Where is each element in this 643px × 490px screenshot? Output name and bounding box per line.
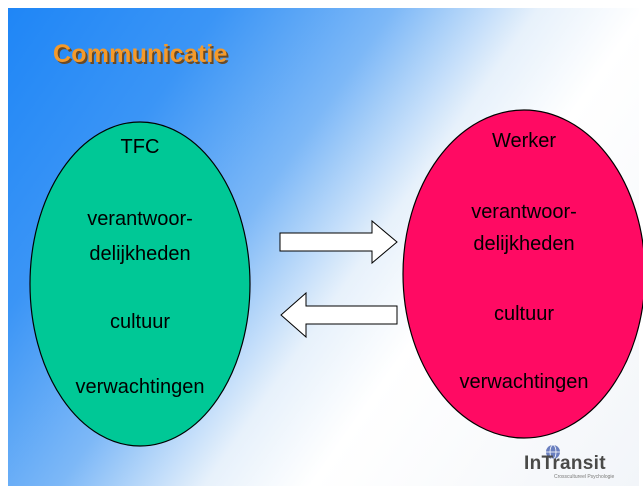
- werker-responsibilities-line2: delijkheden: [473, 233, 574, 255]
- globe-icon: [546, 444, 560, 460]
- tfc-responsibilities-line1: verantwoor-: [87, 208, 193, 230]
- tfc-heading: TFC: [121, 136, 160, 158]
- arrow-left-icon: [280, 291, 398, 339]
- werker-culture: cultuur: [494, 303, 554, 325]
- werker-expectations: verwachtingen: [460, 371, 589, 393]
- slide-title: Communicatie: [53, 40, 228, 68]
- arrow-right-icon: [279, 219, 398, 265]
- logo-subtitle: Crosscultureel Psychologie: [554, 474, 615, 480]
- werker-responsibilities-line1: verantwoor-: [471, 201, 577, 223]
- tfc-expectations: verwachtingen: [76, 376, 205, 398]
- werker-heading: Werker: [492, 130, 556, 152]
- tfc-responsibilities-line2: delijkheden: [89, 243, 190, 265]
- tfc-ellipse: [29, 121, 251, 447]
- logo-name: InTransit: [524, 453, 606, 474]
- werker-ellipse: [402, 109, 643, 439]
- tfc-ellipse-group: TFC verantwoor- delijkheden cultuur verw…: [29, 121, 251, 447]
- werker-ellipse-group: Werker verantwoor- delijkheden cultuur v…: [402, 109, 643, 439]
- tfc-culture: cultuur: [110, 311, 170, 333]
- intransit-logo: InTransit Crosscultureel Psychologie: [518, 444, 633, 486]
